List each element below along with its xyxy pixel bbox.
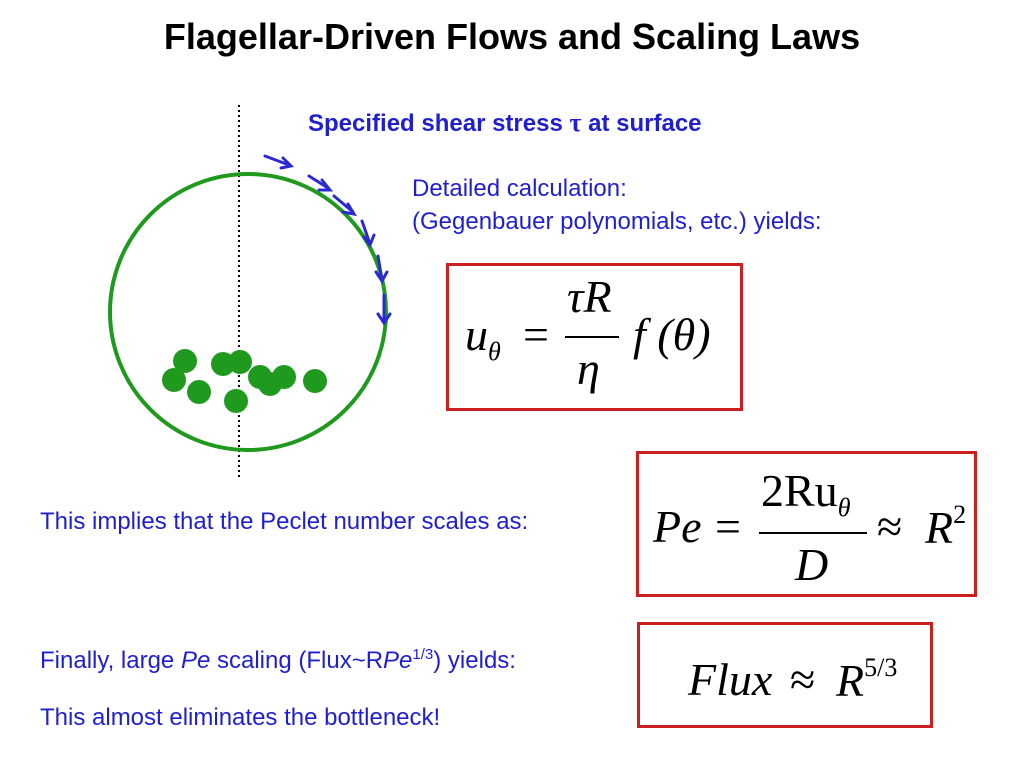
eq1-lhs: uθ (465, 308, 501, 367)
eq2-r-sup: 2 (953, 500, 967, 529)
eq1-theta-sub: θ (488, 337, 501, 367)
particle (224, 389, 248, 413)
arrow-icon (376, 293, 392, 326)
shear-label-suffix: at surface (581, 110, 702, 137)
flux-equation-box: Flux ≈ R5/3 (637, 622, 933, 728)
bottleneck-text: This almost eliminates the bottleneck! (40, 704, 441, 731)
arrow-icon (374, 254, 389, 284)
peclet-text: This implies that the Peclet number scal… (40, 508, 529, 535)
eq2-r: R (925, 502, 954, 553)
peclet-equation-box: Pe = 2Ruθ D ≈ R2 (636, 451, 977, 597)
detailed-calculation-text: Detailed calculation: (Gegenbauer polyno… (412, 172, 822, 238)
detailed-line-1: Detailed calculation: (412, 175, 627, 202)
cell-boundary (108, 172, 388, 452)
particle (228, 350, 252, 374)
particle (187, 380, 211, 404)
flux-text-part-3: ) yields: (433, 647, 516, 674)
eq2-numerator: 2Ruθ (761, 464, 850, 523)
eq2-equals: = (715, 501, 741, 552)
eq1-numerator: τR (567, 271, 612, 322)
eq2-approx: ≈ (877, 501, 903, 552)
eq3-lhs: Flux (688, 654, 773, 705)
eq1-fraction-bar (565, 336, 619, 338)
particle (162, 368, 186, 392)
eq2-fraction-bar (759, 532, 867, 534)
flux-text-sup: 1/3 (412, 646, 434, 663)
particle-cluster (162, 349, 327, 413)
velocity-equation-box: uθ = τR η f (θ) (446, 263, 743, 411)
eq2-num-main: 2Ru (761, 465, 838, 516)
flux-text-pe2: Pe (383, 647, 413, 674)
slide-title: Flagellar-Driven Flows and Scaling Laws (163, 16, 861, 57)
eq3-r-sup: 5/3 (864, 653, 898, 682)
arrow-icon (263, 154, 295, 170)
eq3-r: R (836, 655, 865, 706)
arrow-icon (360, 219, 376, 249)
flux-text-part-1: Finally, large (40, 647, 181, 674)
eq1-equals: = (523, 309, 549, 360)
flux-text-part-2: scaling (Flux~R (210, 647, 384, 674)
shear-arrows (263, 154, 392, 326)
eq3-approx: ≈ (790, 654, 816, 705)
particle (303, 369, 327, 393)
eq2-denominator: D (795, 539, 829, 590)
eq2-lhs: Pe (653, 501, 702, 552)
particle (272, 365, 296, 389)
shear-stress-label: Specified shear stress τ at surface (308, 108, 702, 138)
flux-scaling-text: Finally, large Pe scaling (Flux~RPe1/3) … (40, 646, 516, 675)
tau-symbol: τ (569, 108, 582, 137)
particle (173, 349, 197, 373)
arrow-icon (332, 194, 357, 217)
eq1-denominator: η (577, 343, 600, 394)
cell-flow-diagram (108, 105, 392, 480)
eq1-rhs: f (θ) (633, 309, 711, 360)
arrow-icon (307, 174, 334, 192)
detailed-line-2: (Gegenbauer polynomials, etc.) yields: (412, 208, 822, 235)
flux-text-pe: Pe (180, 647, 211, 674)
shear-label-prefix: Specified shear stress (308, 110, 570, 137)
eq2-rhs: R2 (925, 500, 966, 554)
eq2-theta-sub: θ (837, 493, 851, 523)
eq3-rhs: R5/3 (836, 653, 897, 707)
eq1-u: u (465, 309, 488, 360)
